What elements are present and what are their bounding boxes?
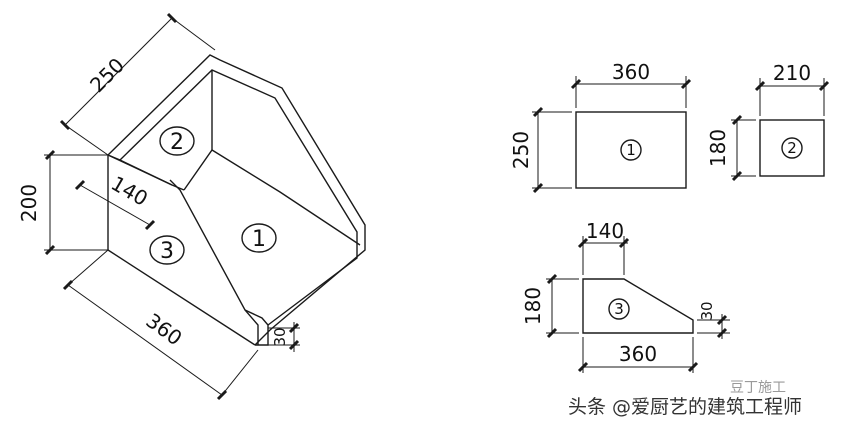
iso-front-step	[244, 309, 269, 346]
watermark-faint-text: 豆丁施工	[730, 380, 786, 396]
part1-dim-text-h: 250	[509, 131, 533, 169]
iso-label-3: 3	[149, 235, 185, 265]
part3-tick-top1	[577, 237, 589, 249]
tick-360a	[62, 279, 74, 291]
part3-tick-r2	[716, 327, 728, 339]
part3-dim-text-r: 30	[698, 301, 716, 320]
part3-tick-r1	[716, 314, 728, 326]
part1-tick-w1	[570, 78, 582, 90]
part2-tick-w1	[754, 80, 766, 92]
dim-text-360: 360	[142, 308, 187, 350]
part3-tick-h1	[546, 273, 558, 285]
part1-tick-h1	[532, 106, 544, 118]
part3-tick-b1	[577, 361, 589, 373]
part1-rect	[575, 111, 687, 189]
dim-line-360	[67, 284, 223, 396]
dim-line-140	[79, 184, 151, 226]
ext-line-250b	[171, 17, 216, 51]
dim-line-250	[64, 17, 173, 126]
part1-dim-text-w: 360	[612, 60, 650, 84]
dim-text-250: 250	[85, 53, 129, 97]
svg-text:3: 3	[160, 239, 174, 264]
svg-text:2: 2	[170, 130, 184, 155]
part2-label-circle	[781, 137, 803, 159]
part2-tick-h2	[731, 170, 743, 182]
tick-30b	[288, 339, 300, 351]
dim-text-140: 140	[107, 171, 152, 211]
iso-back-edge	[107, 54, 366, 346]
iso-wall-line	[107, 154, 173, 186]
dim-text-200: 200	[17, 184, 41, 222]
part3-tick-b2	[687, 361, 699, 373]
part2-label: 2	[787, 139, 797, 157]
svg-text:1: 1	[252, 227, 266, 252]
part3-label: 3	[614, 300, 624, 318]
part1-label: 1	[626, 141, 636, 159]
part2-dim-text-w: 210	[773, 61, 811, 85]
tick-140b	[144, 219, 156, 231]
iso-bottom-edge	[107, 249, 256, 346]
iso-label-1: 1	[241, 223, 277, 253]
part2-tick-h1	[731, 114, 743, 126]
part2-dim-text-h: 180	[706, 129, 730, 167]
part2-view: 210 180 2	[706, 61, 830, 182]
tick-140a	[74, 179, 86, 191]
part3-dim-text-bottom: 360	[619, 342, 657, 366]
part3-label-circle	[608, 298, 630, 320]
ext-line-250a	[64, 124, 109, 156]
ext-line-360b	[221, 349, 259, 396]
tick-30a	[288, 322, 300, 334]
isometric-view: 250 200 140 360 30 2 1	[17, 12, 366, 401]
part3-shape	[582, 278, 694, 334]
tick-360b	[216, 389, 228, 401]
tick-200a	[44, 149, 56, 161]
iso-label-2: 2	[159, 126, 195, 156]
part3-tick-h2	[546, 327, 558, 339]
tick-200b	[44, 244, 56, 256]
iso-inner-back-edge	[119, 69, 358, 326]
part3-dim-text-top: 140	[586, 219, 624, 243]
part1-view: 360 250 1	[509, 60, 692, 194]
part1-tick-w2	[680, 78, 692, 90]
part3-dim-text-h: 180	[521, 287, 545, 325]
watermark-source-text: 头条 @爱厨艺的建筑工程师	[568, 396, 802, 418]
part1-label-circle	[620, 139, 642, 161]
part2-rect	[759, 119, 825, 177]
tick-250b	[166, 12, 178, 24]
part3-view: 140 180 30 360 3	[521, 219, 730, 373]
tick-250a	[59, 119, 71, 131]
part1-tick-h2	[532, 182, 544, 194]
dim-text-30: 30	[271, 327, 289, 346]
watermark: 豆丁施工 头条 @爱厨艺的建筑工程师	[568, 380, 802, 418]
part2-tick-w2	[818, 80, 830, 92]
ext-line-360a	[67, 249, 109, 286]
part3-tick-top2	[618, 237, 630, 249]
iso-slope-front	[169, 179, 259, 345]
iso-slope-inner	[183, 149, 361, 246]
